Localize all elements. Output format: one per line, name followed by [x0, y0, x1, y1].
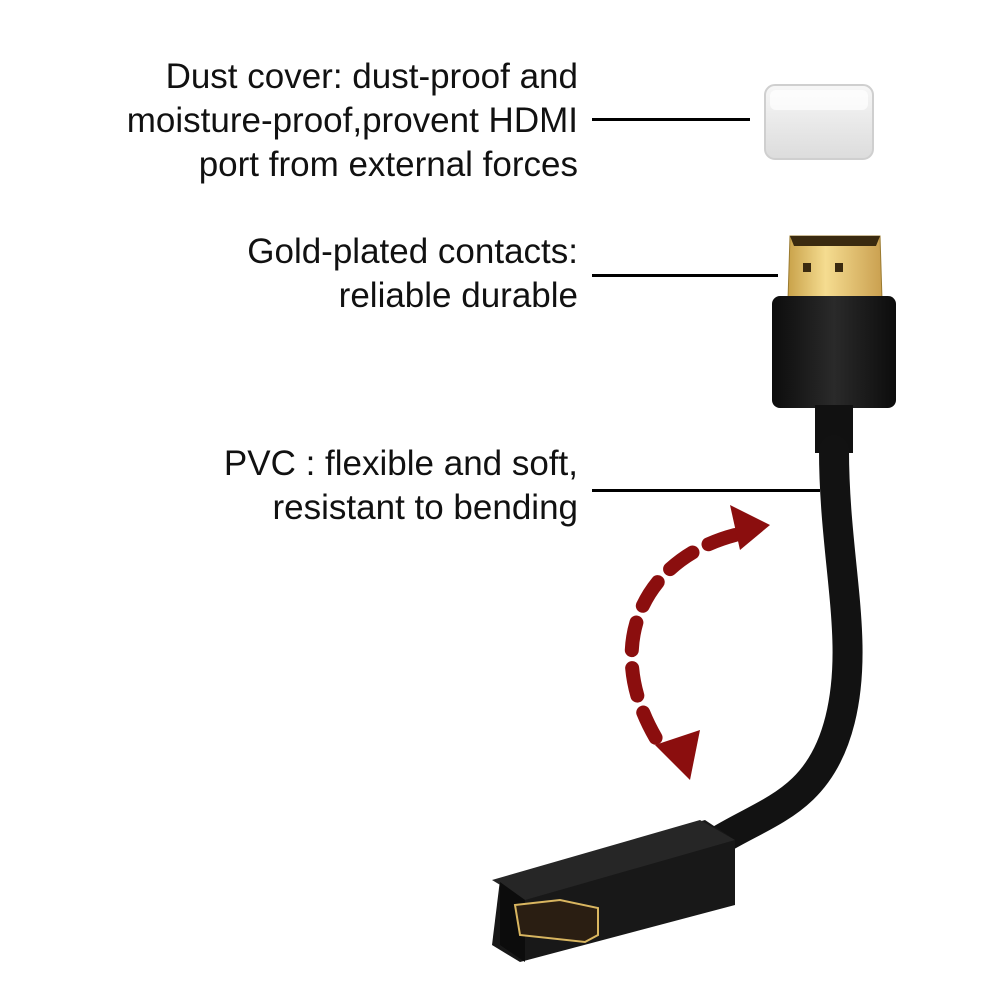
hdmi-male-connector-icon [772, 235, 896, 453]
pvc-cable-icon [705, 435, 863, 855]
pvc-callout: PVC : flexible and soft, resistant to be… [224, 442, 578, 530]
gold-contacts-leader-line [592, 274, 778, 277]
callout-line: port from external forces [198, 145, 578, 184]
gold-contacts-callout: Gold-plated contacts: reliable durable [247, 230, 578, 318]
callout-line: Dust cover: dust-proof and [165, 57, 578, 96]
hdmi-female-connector-icon [492, 820, 735, 962]
dust-cover-callout: Dust cover: dust-proof and moisture-proo… [127, 55, 578, 187]
callout-line: moisture-proof,provent HDMI [126, 101, 578, 140]
callout-line: PVC : flexible and soft, [223, 444, 578, 483]
callout-line: reliable durable [338, 276, 578, 315]
dust-cover-leader-line [592, 118, 750, 121]
arrow-head-top-icon [730, 505, 770, 550]
callout-line: resistant to bending [272, 488, 578, 527]
pvc-leader-line [592, 489, 820, 492]
callout-line: Gold-plated contacts: [247, 232, 578, 271]
arrow-head-bottom-icon [655, 730, 700, 780]
bend-arrow-icon [624, 528, 742, 752]
dust-cover-icon [764, 84, 874, 160]
